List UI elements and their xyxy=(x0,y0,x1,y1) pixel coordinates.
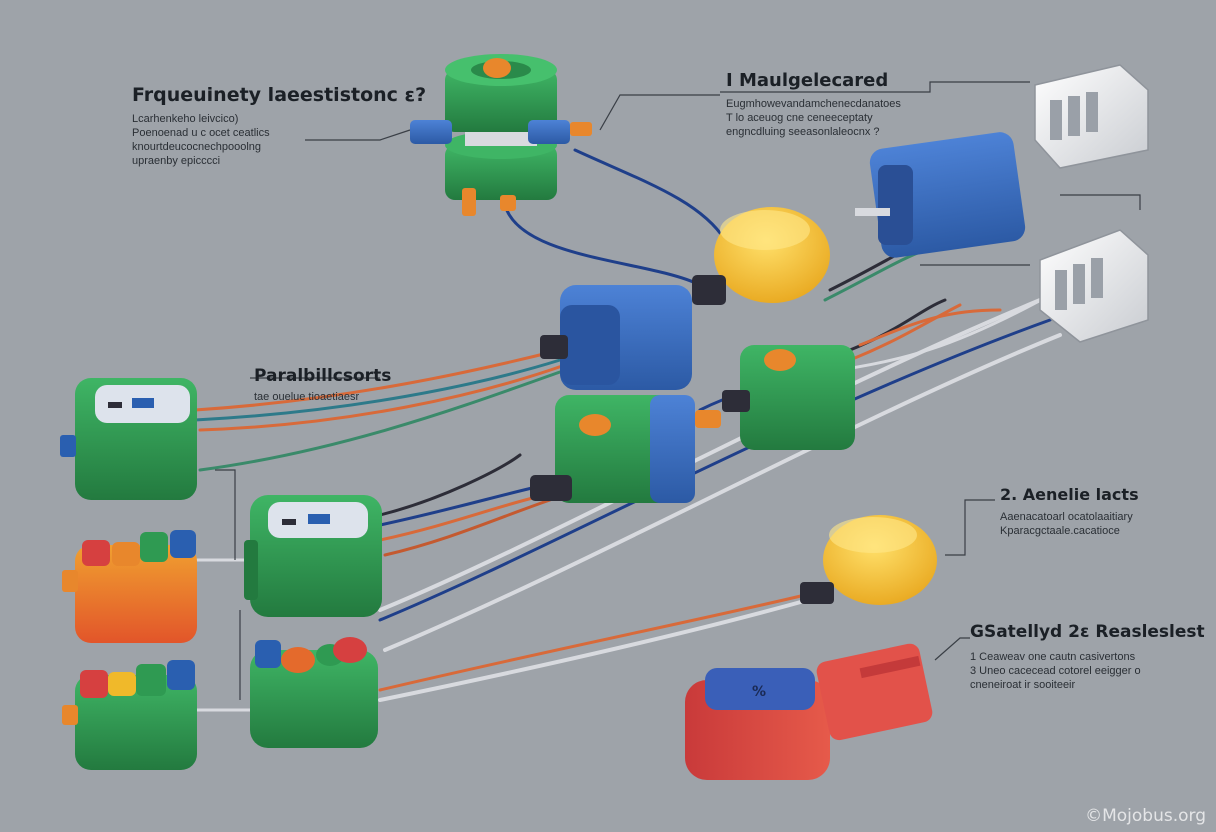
label-magnetic-line: Eugmhowevandamchenecdanatoes xyxy=(726,98,901,110)
leader-lines xyxy=(215,81,1141,700)
label-gsa-line: 3 Uneo cacecead cotorel eeigger o xyxy=(970,665,1141,677)
label-parallel-title: Paralbillcsorts xyxy=(254,366,392,386)
yellow-sensor-bottom xyxy=(800,515,937,605)
green-blue-module-center xyxy=(530,395,721,503)
label-gsa: GSatellyd 2ε Reasleslest 1 Ceaweav one c… xyxy=(970,622,1205,692)
white-connector-top xyxy=(1034,64,1149,169)
green-module-left xyxy=(60,378,197,500)
green-module-lower xyxy=(244,495,382,617)
label-magnetic-line: engncdluing seeasonlaleocnx ? xyxy=(726,126,880,138)
blue-actuator-top xyxy=(855,132,1026,258)
label-frequency-line: Lcarhenkeho leivcico) xyxy=(132,113,239,125)
label-parallel-line: tae ouelue tioaetiaesr xyxy=(254,391,360,403)
label-aeneral-line: Kparacgctaale.cacatioce xyxy=(1000,525,1120,537)
svg-text:%: % xyxy=(752,684,766,700)
green-module-bottom xyxy=(250,637,378,748)
label-magnetic-line: T lo aceuog cne ceneeceptaty xyxy=(726,112,873,124)
label-frequency-line: Poenoenad u c ocet ceatlics xyxy=(132,127,270,139)
label-frequency-line: knourtdeucocnechpooolng xyxy=(132,141,262,153)
label-magnetic-title: I Maulgelecared xyxy=(726,70,889,91)
watermark: ©Mojobus.org xyxy=(1085,806,1206,826)
green-block-bottom-left xyxy=(62,660,197,770)
label-parallel: Paralbillcsorts tae ouelue tioaetiaesr xyxy=(254,366,391,404)
label-aeneral-line: Aaenacatoarl ocatolaaitiary xyxy=(1000,511,1133,523)
label-aeneral-title: 2. Aenelie lacts xyxy=(1000,485,1139,504)
label-frequency-title: Frqueuinety laeestistonc ε? xyxy=(132,84,427,106)
label-gsa-line: 1 Ceaweav one cautn casivertons xyxy=(970,651,1136,663)
stacked-solenoid xyxy=(410,54,592,216)
label-gsa-line: cneneiroat ir sooiteeir xyxy=(970,679,1076,691)
label-gsa-title: GSatellyd 2ε Reasleslest xyxy=(970,622,1205,642)
label-aeneral: 2. Aenelie lacts Aaenacatoarl ocatolaait… xyxy=(1000,485,1139,538)
red-connector-bottom: % xyxy=(685,643,933,780)
label-frequency: Frqueuinety laeestistonc ε? Lcarhenkeho … xyxy=(132,84,426,168)
green-module-center-right xyxy=(722,345,855,450)
orange-block-left xyxy=(62,530,197,643)
yellow-sensor-top xyxy=(692,207,830,305)
label-frequency-line: upraenby epicccci xyxy=(132,155,221,167)
label-magnetic: I Maulgelecared Eugmhowevandamchenecdana… xyxy=(726,70,901,139)
white-connector-middle xyxy=(1039,229,1149,343)
blue-connector-center xyxy=(540,285,692,390)
